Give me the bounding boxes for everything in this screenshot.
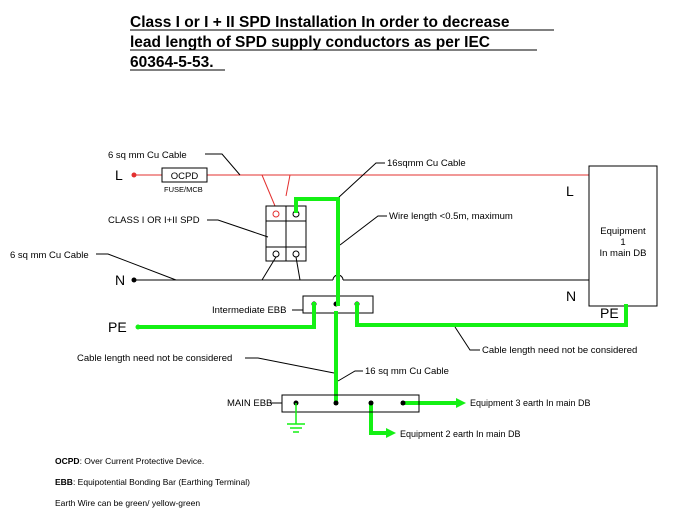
note-earth-wire: Earth Wire can be green/ yellow-green [55, 498, 200, 508]
intermediate-ebb: Intermediate EBB [212, 295, 374, 316]
note-ocpd-key: OCPD [55, 456, 80, 466]
cable-length-right-leader [454, 326, 480, 351]
title-line-1: Class I or I + II SPD Installation In or… [130, 14, 510, 31]
terminal-pe-label: PE [108, 319, 127, 335]
main-ebb-stud-2 [333, 400, 339, 406]
equipment-pe-label: PE [600, 305, 619, 321]
note-ebb-key: EBB [55, 477, 73, 487]
ocpd-box [161, 167, 208, 183]
cable-16sqmm-label: 16sqmm Cu Cable [387, 158, 466, 169]
main-ebb-bar [281, 394, 420, 413]
cable-16sqmm-main-label: 16 sq mm Cu Cable [365, 366, 449, 377]
cable-6sqmm-n-label: 6 sq mm Cu Cable [10, 250, 89, 261]
ocpd-fuse-mcb: OCPD FUSE/MCB [161, 167, 208, 194]
equipment-2-earth-label: Equipment 2 earth In main DB [400, 429, 521, 439]
main-ebb-stud-4 [400, 400, 406, 406]
terminal-n-label: N [115, 272, 125, 288]
earth-pe-to-intermediate-ebb [138, 302, 316, 329]
spd-label: CLASS I OR I+II SPD [108, 215, 200, 226]
equipment-1-box: Equipment 1 In main DB L N PE [566, 165, 658, 321]
equipment-2-arrow [386, 428, 396, 438]
cable-length-right-label: Cable length need not be considered [482, 345, 637, 356]
ocpd-box-label: OCPD [171, 171, 199, 182]
title-line-2: lead length of SPD supply conductors as … [130, 34, 490, 51]
cable-16sqmm-main-leader [337, 370, 363, 382]
cable-length-left-leader [245, 357, 335, 374]
spd-device [265, 205, 307, 262]
note-ocpd-text: : Over Current Protective Device. [80, 456, 205, 466]
equipment-l-label: L [566, 183, 574, 199]
spd-terminal-n1 [272, 250, 280, 258]
phase-wire-to-spd [261, 174, 276, 207]
note-ocpd: OCPD: Over Current Protective Device. [55, 456, 204, 466]
wire-length-leader [339, 215, 387, 246]
cable-16sqmm-leader [337, 162, 385, 199]
fuse-mcb-label: FUSE/MCB [164, 185, 203, 194]
intermediate-ebb-label: Intermediate EBB [212, 305, 286, 316]
legend-notes: OCPD: Over Current Protective Device. EB… [55, 456, 250, 508]
neutral-wire-to-spd [261, 256, 277, 281]
wire-length-label: Wire length <0.5m, maximum [389, 211, 513, 222]
diagram-title: Class I or I + II SPD Installation In or… [130, 14, 554, 71]
spd-leader [207, 219, 269, 238]
earth-spd-to-intermediate-ebb [294, 197, 340, 306]
main-ebb: MAIN EBB [227, 394, 420, 413]
equipment-3-earth-label: Equipment 3 earth In main DB [470, 398, 591, 408]
equipment-1-outline [588, 165, 658, 307]
cable-6sqmm-top-label: 6 sq mm Cu Cable [108, 150, 187, 161]
ground-icon [287, 403, 305, 433]
neutral-wiring [131, 256, 589, 283]
earth-wiring [138, 197, 628, 438]
equipment-n-label: N [566, 288, 576, 304]
main-ebb-stud-3 [368, 400, 374, 406]
title-line-3: 60364-5-53. [130, 54, 214, 71]
cable-6sqmm-top-leader [205, 153, 241, 176]
note-ebb-text: : Equipotential Bonding Bar (Earthing Te… [73, 477, 250, 487]
cable-6sqmm-n-leader [96, 253, 177, 281]
equipment-1-line1: Equipment [600, 226, 646, 237]
neutral-wire-spd-out [295, 256, 301, 281]
spd-terminal-n2 [292, 250, 300, 258]
equipment-3-arrow [456, 398, 466, 408]
spd-terminal-l [272, 210, 280, 218]
equipment-1-line2: 1 [620, 237, 625, 248]
earth-intermediate-to-equipment [355, 302, 628, 327]
phase-wire-branch [285, 174, 291, 197]
phase-wiring [131, 172, 589, 207]
earth-to-equipment-2 [369, 401, 388, 435]
equipment-1-line3: In main DB [600, 248, 647, 259]
main-ebb-label: MAIN EBB [227, 398, 272, 409]
cable-length-left-label: Cable length need not be considered [77, 353, 232, 364]
note-ebb: EBB: Equipotential Bonding Bar (Earthing… [55, 477, 250, 487]
terminal-l-label: L [115, 167, 123, 183]
